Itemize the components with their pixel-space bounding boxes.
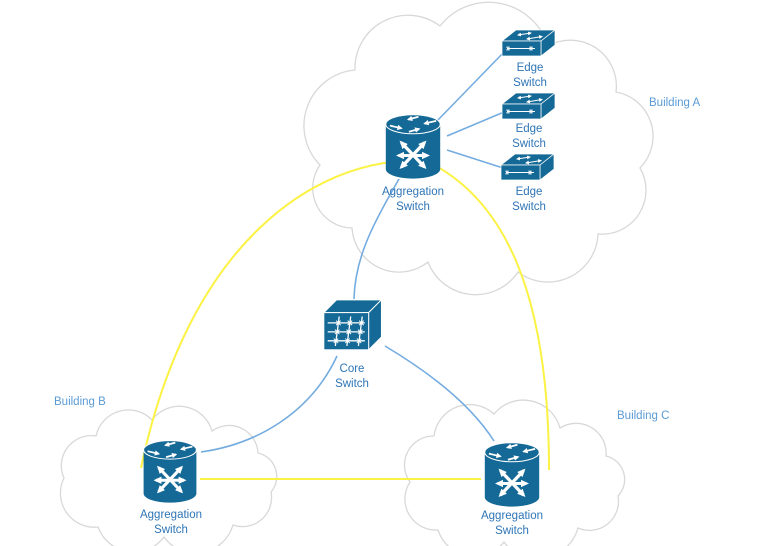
edge-switch-1-label: Edge Switch (513, 61, 547, 91)
edge-switch-1-label-line1: Edge (516, 62, 544, 74)
link-aggA-aggB (140, 160, 408, 469)
link-core-aggC (384, 345, 495, 442)
building-a-label: Building A (649, 97, 701, 109)
link-core-aggB (200, 355, 338, 453)
edge-switch-2-label: Edge Switch (512, 122, 546, 152)
core-switch-label-line2: Switch (335, 378, 369, 390)
link-aggA-core (353, 178, 400, 300)
aggregation-switch-a-label: Aggregation Switch (382, 185, 444, 215)
edge-switch-1-label-line2: Switch (513, 77, 547, 89)
aggregation-switch-a-label-line2: Switch (396, 201, 430, 213)
building-c-label: Building C (617, 410, 670, 422)
link-aggA-edge2 (446, 111, 505, 137)
aggregation-switch-a-icon[interactable] (386, 115, 440, 179)
edge-switch-3-label-line1: Edge (515, 186, 543, 198)
aggregation-switch-c-label-line1: Aggregation (480, 510, 544, 522)
link-aggA-edge3 (446, 149, 504, 169)
core-switch-label-line1: Core (339, 363, 365, 375)
aggregation-switch-c-label-line2: Switch (495, 525, 529, 537)
aggregation-switch-b-icon[interactable] (144, 441, 197, 503)
building-a-cloud (303, 1, 654, 296)
aggregation-switch-c-icon[interactable] (485, 443, 539, 507)
aggregation-switch-b-label-line1: Aggregation (139, 509, 203, 521)
edge-switch-3-label: Edge Switch (512, 185, 546, 215)
building-b-label: Building B (54, 396, 106, 408)
aggregation-switch-c-label: Aggregation Switch (481, 509, 543, 539)
link-aggA-edge1 (435, 50, 506, 123)
aggregation-switch-a-label-line1: Aggregation (381, 186, 445, 198)
aggregation-switch-b-label-line2: Switch (154, 524, 188, 536)
edge-switch-2-label-line2: Switch (512, 138, 546, 150)
core-switch-label: Core Switch (335, 362, 369, 392)
link-aggA-aggC (419, 157, 550, 471)
core-switch-icon[interactable] (323, 299, 383, 351)
edge-switch-2-label-line1: Edge (515, 123, 543, 135)
edge-switch-3-label-line2: Switch (512, 201, 546, 213)
aggregation-switch-b-label: Aggregation Switch (140, 508, 202, 538)
